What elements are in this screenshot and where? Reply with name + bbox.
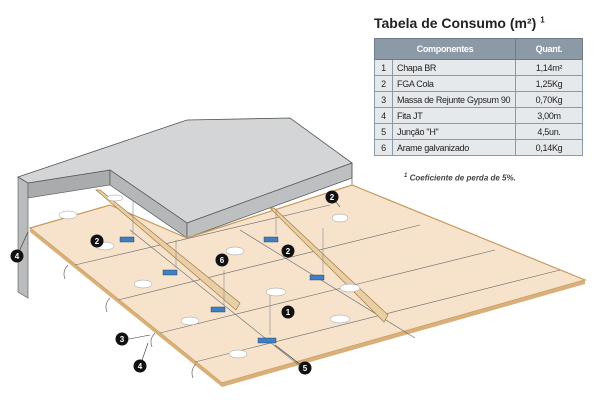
svg-text:5: 5	[303, 364, 308, 373]
svg-text:4: 4	[15, 252, 20, 261]
header-components: Componentes	[374, 38, 516, 60]
svg-text:6: 6	[220, 256, 225, 265]
concrete-wall	[17, 176, 29, 299]
marker-4: 4	[133, 359, 147, 373]
adhesive-blobs	[58, 194, 361, 359]
svg-text:2: 2	[330, 193, 335, 202]
marker-3: 3	[115, 332, 129, 346]
board-joints	[74, 204, 561, 371]
marker-2: 2	[325, 190, 339, 204]
marker-5: 5	[298, 361, 312, 375]
svg-text:3: 3	[120, 335, 125, 344]
svg-text:1: 1	[286, 308, 291, 317]
marker-2: 2	[90, 234, 104, 248]
joint-tape	[63, 264, 197, 379]
junction-h-clips	[119, 236, 325, 344]
table-title: Tabela de Consumo (m²) 1	[374, 15, 545, 31]
board-edge	[30, 228, 222, 387]
marker-2: 2	[281, 244, 295, 258]
svg-text:2: 2	[95, 237, 100, 246]
channel-profile	[95, 189, 241, 311]
header-quantity: Quant.	[515, 38, 583, 60]
svg-text:2: 2	[286, 247, 291, 256]
marker-1: 1	[281, 305, 295, 319]
gypsum-board	[28, 184, 587, 384]
channel-profile	[269, 207, 389, 323]
footnote: 1 Coeficiente de perda de 5%.	[404, 173, 516, 183]
svg-text:4: 4	[138, 362, 143, 371]
marker-6: 6	[215, 253, 229, 267]
marker-4: 4	[10, 249, 24, 263]
